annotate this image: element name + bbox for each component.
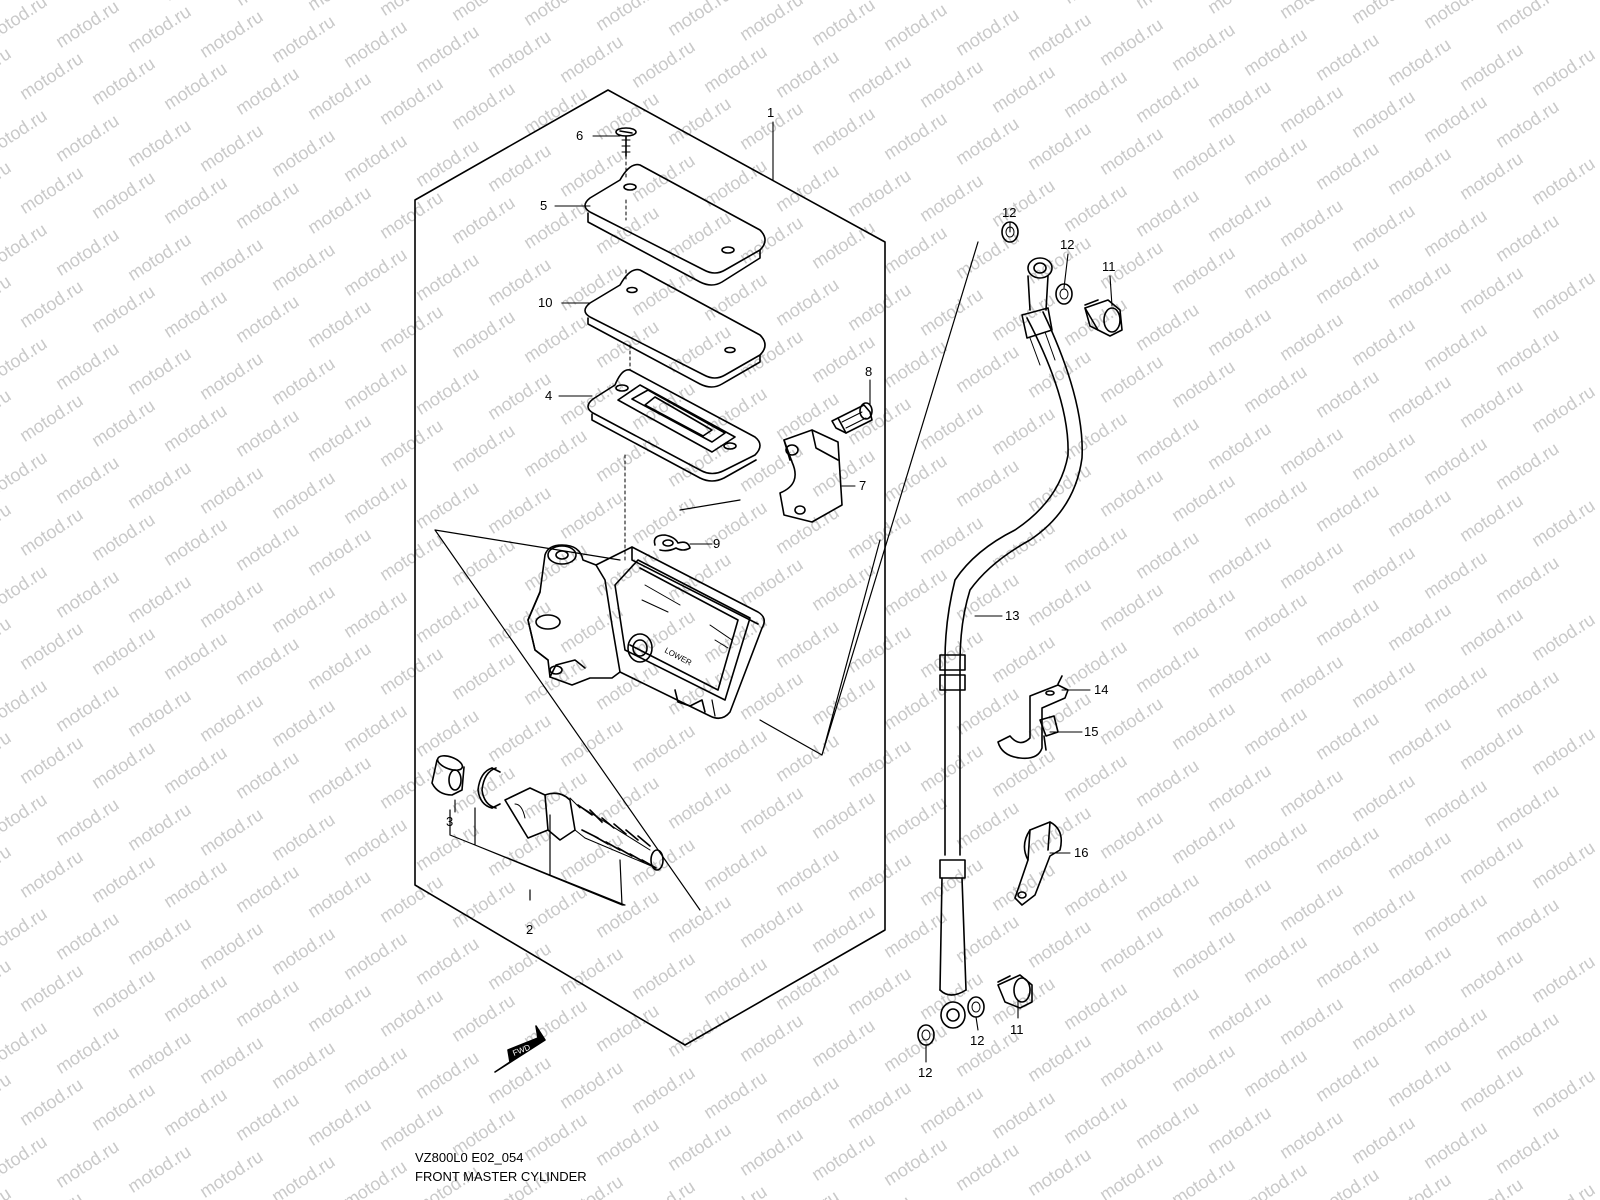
label-12-top-left: 12 bbox=[1002, 205, 1016, 220]
label-15: 15 bbox=[1084, 724, 1098, 739]
reservoir-cap-part bbox=[584, 163, 766, 286]
label-7: 7 bbox=[859, 478, 866, 493]
upper-union-bolt-part bbox=[1084, 299, 1123, 337]
piston-spring-part bbox=[504, 787, 664, 871]
screw-part bbox=[615, 127, 637, 157]
group-bracket bbox=[449, 807, 626, 906]
guide-lines bbox=[434, 241, 979, 911]
clamp-bolt-part bbox=[831, 402, 873, 434]
label-12-bottom-left: 12 bbox=[918, 1065, 932, 1080]
label-12-top-right: 12 bbox=[1060, 237, 1074, 252]
label-11-bottom: 11 bbox=[1010, 1022, 1024, 1037]
label-11-top: 11 bbox=[1102, 259, 1116, 274]
fwd-arrow-icon bbox=[494, 1025, 546, 1073]
lower-banjo-fitting-part bbox=[940, 1001, 966, 1029]
label-5: 5 bbox=[540, 198, 547, 213]
diaphragm-plate-part bbox=[584, 268, 766, 388]
label-12-bottom-right: 12 bbox=[970, 1033, 984, 1048]
drawing-code: VZ800L0 E02_054 bbox=[415, 1150, 524, 1165]
diaphragm-part bbox=[587, 369, 761, 482]
upper-banjo-fitting-part bbox=[1027, 257, 1053, 311]
leader-lines bbox=[454, 121, 1113, 1063]
label-3: 3 bbox=[446, 814, 453, 829]
label-1: 1 bbox=[767, 105, 774, 120]
master-cylinder-body-part: LOWER bbox=[527, 544, 766, 720]
label-6: 6 bbox=[576, 128, 583, 143]
lower-union-bolt-part bbox=[997, 974, 1033, 1009]
label-16: 16 bbox=[1074, 845, 1088, 860]
clip-part bbox=[653, 534, 691, 552]
circlip-part bbox=[477, 767, 501, 809]
lower-washer-left-part bbox=[917, 1024, 935, 1046]
hose-bracket-part bbox=[997, 675, 1069, 760]
label-10: 10 bbox=[538, 295, 552, 310]
label-9: 9 bbox=[713, 536, 720, 551]
brake-hose-part bbox=[939, 307, 1083, 996]
label-13: 13 bbox=[1005, 608, 1019, 623]
label-8: 8 bbox=[865, 364, 872, 379]
label-4: 4 bbox=[545, 388, 552, 403]
assembly-frame bbox=[414, 89, 886, 1046]
lower-washer-right-part bbox=[967, 996, 985, 1018]
dust-boot-part bbox=[431, 755, 465, 796]
handlebar-clamp-part bbox=[779, 429, 843, 523]
hose-clamp-part bbox=[1014, 821, 1063, 906]
label-2: 2 bbox=[526, 922, 533, 937]
label-14: 14 bbox=[1094, 682, 1108, 697]
drawing-title: FRONT MASTER CYLINDER bbox=[415, 1169, 587, 1184]
